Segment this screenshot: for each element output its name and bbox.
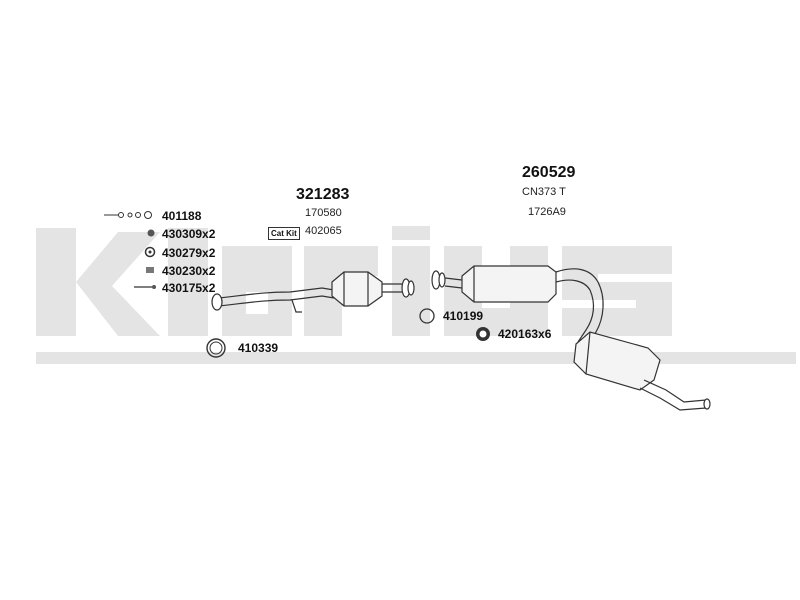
- catalyst-part-number: 321283: [296, 186, 350, 203]
- stud-icon: [134, 285, 156, 289]
- rear-section-sub-2: 1726A9: [528, 206, 566, 218]
- spring-clip-icon: [146, 267, 154, 273]
- tailpipe: [643, 379, 707, 403]
- catalytic-converter: [331, 271, 383, 307]
- catalyst-sub-number: 170580: [305, 207, 342, 219]
- hardware-part-4: 430230x2: [162, 264, 216, 278]
- cat-kit-part-number: 402065: [305, 225, 342, 237]
- hardware-part-1: 401188: [162, 209, 202, 223]
- rear-section-sub-1: CN373 T: [522, 186, 566, 198]
- mid-gasket-ring-icon: [419, 308, 435, 324]
- rubber-mount-icon: [476, 327, 490, 341]
- mid-gasket-part: 410199: [443, 309, 484, 323]
- cat-kit-tag: Cat Kit: [268, 227, 300, 240]
- rear-silencer: [573, 331, 661, 391]
- front-flange: [211, 293, 223, 311]
- front-gasket-part: 410339: [238, 341, 279, 355]
- rear-section-part-number: 260529: [522, 164, 576, 181]
- washer-icon: [144, 246, 156, 258]
- hardware-part-3: 430279x2: [162, 246, 216, 260]
- hardware-part-5: 430175x2: [162, 281, 216, 295]
- front-gasket-ring-icon: [206, 338, 226, 358]
- mount-part: 420163x6: [498, 327, 552, 341]
- nut-icon: [147, 229, 155, 237]
- front-pipe: [217, 287, 335, 299]
- bolt-set-icon: [104, 211, 152, 219]
- middle-silencer: [461, 265, 557, 303]
- hardware-part-2: 430309x2: [162, 227, 216, 241]
